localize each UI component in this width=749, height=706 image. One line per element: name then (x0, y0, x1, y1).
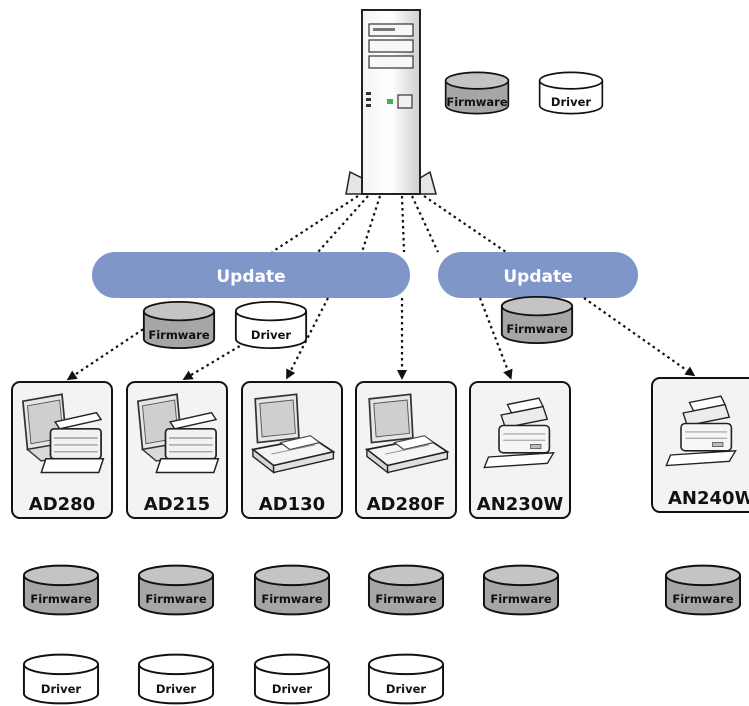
firmware-disc-label: Firmware (672, 592, 734, 606)
device-card: AD130 (241, 381, 343, 519)
update-right-firmware-disc-icon: Firmware (500, 295, 574, 345)
driver-disc-label: Driver (272, 682, 312, 696)
firmware-disc-icon: Firmware (664, 564, 742, 616)
firmware-disc-icon: Firmware (367, 564, 445, 616)
device-model-label: AD130 (259, 494, 325, 515)
update-left-firmware-label: Firmware (148, 328, 210, 342)
firmware-disc-label: Firmware (30, 592, 92, 606)
update-left-driver-disc-icon: Driver (234, 300, 308, 350)
driver-disc-label: Driver (41, 682, 81, 696)
update-bar-right-label: Update (503, 267, 572, 287)
server-driver-disc-icon: Driver (538, 71, 604, 115)
firmware-disc-label: Firmware (145, 592, 207, 606)
firmware-disc-icon: Firmware (482, 564, 560, 616)
device-card: AD280F (355, 381, 457, 519)
update-bar-left-label: Update (216, 267, 285, 287)
driver-disc-icon: Driver (22, 653, 100, 705)
firmware-disc-label: Firmware (375, 592, 437, 606)
device-model-label: AD215 (144, 494, 210, 515)
driver-disc-icon: Driver (367, 653, 445, 705)
server-tower-icon (345, 9, 437, 195)
firmware-disc-icon: Firmware (137, 564, 215, 616)
update-left-firmware-disc-icon: Firmware (142, 300, 216, 350)
driver-disc-icon: Driver (137, 653, 215, 705)
update-arrows (66, 297, 696, 381)
driver-disc-label: Driver (386, 682, 426, 696)
device-model-label: AN240W (668, 488, 749, 509)
device-model-label: AD280F (367, 494, 446, 515)
device-card: AD280 (11, 381, 113, 519)
device-model-label: AD280 (29, 494, 95, 515)
driver-disc-label: Driver (156, 682, 196, 696)
update-right-firmware-label: Firmware (506, 322, 568, 336)
device-card: AN240W (651, 377, 749, 513)
firmware-disc-icon: Firmware (22, 564, 100, 616)
update-left-driver-label: Driver (251, 328, 291, 342)
server-links (271, 195, 507, 253)
device-card: AN230W (469, 381, 571, 519)
server-firmware-disc-icon: Firmware (444, 71, 510, 115)
driver-disc-icon: Driver (253, 653, 331, 705)
firmware-disc-label: Firmware (261, 592, 323, 606)
device-model-label: AN230W (477, 494, 564, 515)
update-bar-right: Update (438, 252, 638, 298)
server-firmware-label: Firmware (446, 95, 508, 109)
firmware-disc-label: Firmware (490, 592, 552, 606)
update-bar-left: Update (92, 252, 410, 298)
server-driver-label: Driver (551, 95, 591, 109)
firmware-disc-icon: Firmware (253, 564, 331, 616)
device-card: AD215 (126, 381, 228, 519)
